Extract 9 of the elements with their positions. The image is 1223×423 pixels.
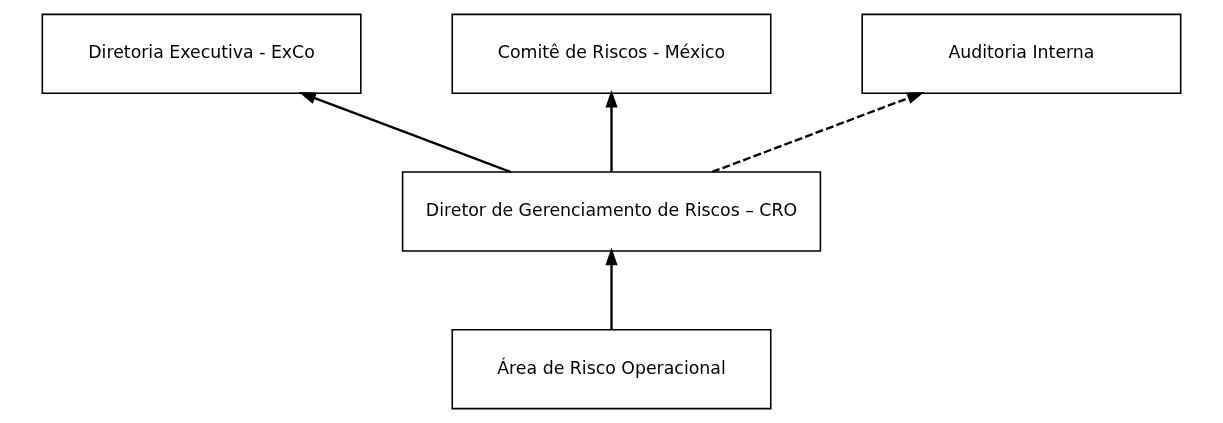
arrow <box>605 247 618 330</box>
node-box: Área de Risco Operacional <box>451 328 772 410</box>
node-box: Diretor de Gerenciamento de Riscos – CRO <box>401 171 822 252</box>
arrow <box>605 90 618 172</box>
node-box: Diretoria Executiva - ExCo <box>41 13 362 95</box>
arrow <box>298 92 512 174</box>
arrow <box>711 92 925 174</box>
node-box: Auditoria Interna <box>861 13 1182 95</box>
node-box: Comitê de Riscos - México <box>451 13 772 95</box>
